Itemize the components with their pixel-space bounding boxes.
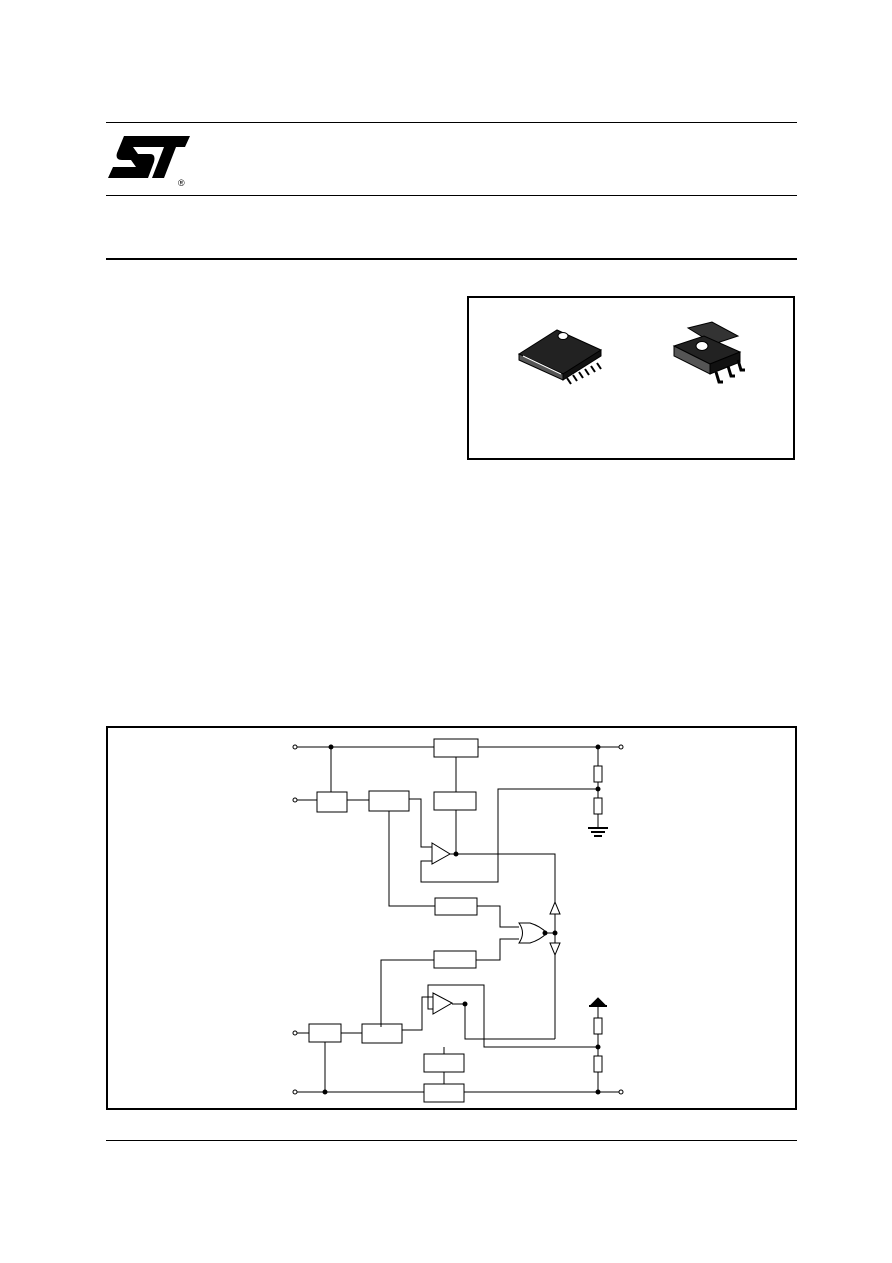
top-rule: [106, 122, 797, 123]
registered-mark: ®: [178, 178, 185, 188]
buffer-icon: [549, 900, 561, 915]
resistor-icon: [593, 765, 603, 783]
comparator-icon: [431, 842, 451, 865]
block-diagram-box: [106, 726, 797, 1110]
footer-rule: [106, 1140, 797, 1141]
block-diagram: [292, 738, 624, 1103]
resistor-icon: [593, 797, 603, 815]
or-gate-icon: [518, 922, 548, 944]
diagram-block: [434, 897, 478, 916]
diagram-block: [316, 791, 348, 813]
diagram-block: [423, 1053, 465, 1073]
package-box: [467, 296, 795, 460]
ssop-package-icon: [517, 329, 603, 385]
buffer-icon: [549, 942, 561, 957]
ground-icon: [588, 827, 608, 837]
diagram-block: [433, 950, 477, 969]
diagram-block: [433, 738, 479, 758]
resistor-icon: [593, 1017, 603, 1035]
header-rule: [106, 195, 797, 196]
resistor-icon: [593, 1055, 603, 1073]
st-logo-icon: ®: [106, 132, 190, 188]
diagram-block: [361, 1023, 403, 1044]
diagram-block: [308, 1023, 342, 1043]
comparator-icon: [432, 992, 454, 1015]
title-rule: [106, 258, 797, 260]
diagram-block: [423, 1083, 465, 1103]
diagram-block: [433, 791, 477, 811]
supply-icon: [589, 997, 607, 1007]
diagram-block: [368, 790, 410, 812]
dpak-package-icon: [672, 321, 745, 384]
